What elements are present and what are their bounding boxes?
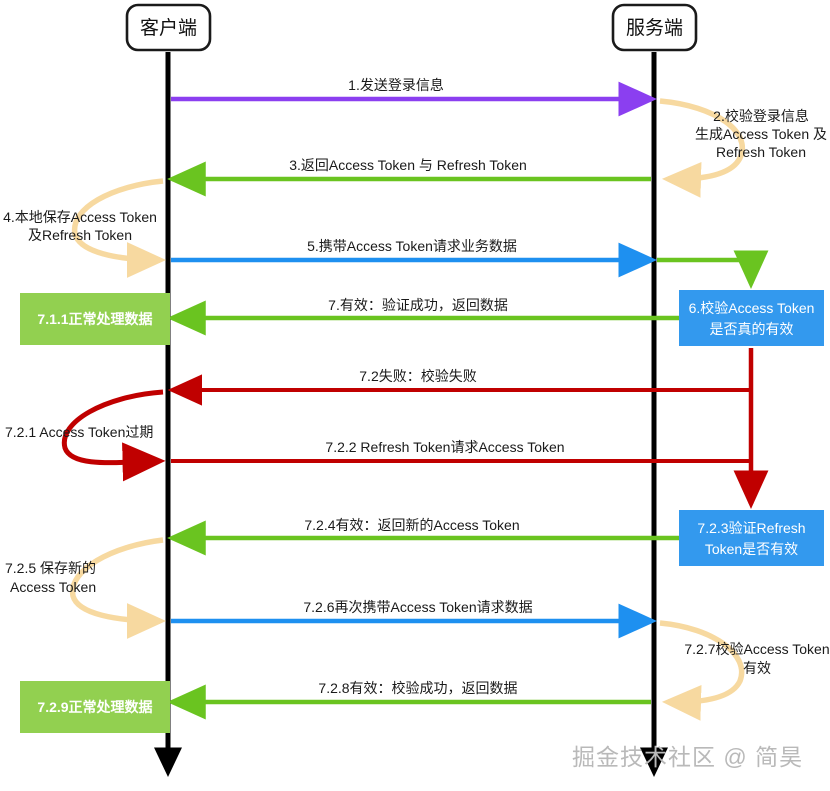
self-loop-725-arc xyxy=(69,537,167,639)
self-loop-4-line-1: 4.本地保存Access Token xyxy=(3,209,157,225)
note-6-line-2: 是否真的有效 xyxy=(710,321,794,337)
message-72-label: 7.2失败：校验失败 xyxy=(359,368,476,384)
message-726: 7.2.6再次携带Access Token请求数据 xyxy=(171,599,657,639)
message-7: 7.有效：验证成功，返回数据 xyxy=(167,297,679,336)
self-loop-2-line-3: Refresh Token xyxy=(716,144,806,160)
message-3: 3.返回Access Token 与 Refresh Token xyxy=(167,157,651,197)
message-7-label: 7.有效：验证成功，返回数据 xyxy=(328,297,508,313)
message-722-label: 7.2.2 Refresh Token请求Access Token xyxy=(325,439,564,455)
actor-server-box xyxy=(611,3,698,52)
actor-client-label: 客户端 xyxy=(140,17,197,39)
note-6: 6.校验Access Token 是否真的有效 xyxy=(679,290,824,346)
note-711-box xyxy=(20,293,170,345)
message-5-label: 5.携带Access Token请求业务数据 xyxy=(307,238,517,254)
message-728: 7.2.8有效：校验成功，返回数据 xyxy=(167,680,651,720)
message-72: 7.2失败：校验失败 xyxy=(167,368,751,406)
self-loop-727-arc xyxy=(659,620,745,721)
self-loop-725: 7.2.5 保存新的 Access Token xyxy=(5,537,167,639)
self-loop-2: 2.校验登录信息 生成Access Token 及 Refresh Token xyxy=(659,98,827,198)
note-723-line-2: Token是否有效 xyxy=(705,541,798,557)
self-loop-2-line-1: 2.校验登录信息 xyxy=(713,108,809,124)
note-711-line-1: 7.1.1正常处理数据 xyxy=(37,311,152,327)
actor-server-label: 服务端 xyxy=(626,17,683,39)
self-loop-721-arc xyxy=(61,389,166,482)
note-723: 7.2.3验证Refresh Token是否有效 xyxy=(679,510,824,566)
self-loop-725-line-1: 7.2.5 保存新的 xyxy=(5,560,96,576)
message-724: 7.2.4有效：返回新的Access Token xyxy=(167,517,679,556)
self-loop-727-line-2: 有效 xyxy=(743,660,771,676)
self-loop-721: 7.2.1 Access Token过期 xyxy=(5,389,166,482)
self-loop-721-line-1: 7.2.1 Access Token过期 xyxy=(5,424,153,440)
self-loop-727: 7.2.7校验Access Token 有效 xyxy=(659,620,830,721)
watermark-text: 掘金技术社区 @ 简昊 xyxy=(572,744,803,770)
self-loop-725-line-2: Access Token xyxy=(10,579,96,595)
note-723-line-1: 7.2.3验证Refresh xyxy=(697,520,805,536)
message-722: 7.2.2 Refresh Token请求Access Token xyxy=(171,439,751,463)
message-728-label: 7.2.8有效：校验成功，返回数据 xyxy=(318,680,517,696)
note-723-box xyxy=(679,510,824,566)
actor-server[interactable]: 服务端 xyxy=(611,3,698,52)
note-6-line-1: 6.校验Access Token xyxy=(689,300,815,316)
self-loop-727-line-1: 7.2.7校验Access Token xyxy=(684,641,829,657)
message-3-label: 3.返回Access Token 与 Refresh Token xyxy=(289,157,527,173)
message-1: 1.发送登录信息 xyxy=(171,77,657,117)
flow-arrow-green-note6 xyxy=(657,250,769,289)
actor-client-box xyxy=(125,3,212,52)
message-1-label: 1.发送登录信息 xyxy=(348,77,444,93)
self-loop-4-arc xyxy=(71,178,167,278)
note-6-box xyxy=(679,290,824,346)
message-5: 5.携带Access Token请求业务数据 xyxy=(171,238,657,278)
self-loop-2-line-2: 生成Access Token 及 xyxy=(695,126,827,142)
message-724-label: 7.2.4有效：返回新的Access Token xyxy=(304,517,519,533)
note-711: 7.1.1正常处理数据 xyxy=(20,293,170,345)
note-729-line-1: 7.2.9正常处理数据 xyxy=(37,699,152,715)
note-729: 7.2.9正常处理数据 xyxy=(20,681,170,733)
self-loop-4-line-2: 及Refresh Token xyxy=(28,227,132,243)
actor-client[interactable]: 客户端 xyxy=(125,3,212,52)
message-726-label: 7.2.6再次携带Access Token请求数据 xyxy=(303,599,532,615)
self-loop-4: 4.本地保存Access Token 及Refresh Token xyxy=(3,178,167,278)
note-729-box xyxy=(20,681,170,733)
self-loop-2-arc xyxy=(659,98,745,198)
flow-arrow-to-note6 xyxy=(657,250,769,289)
